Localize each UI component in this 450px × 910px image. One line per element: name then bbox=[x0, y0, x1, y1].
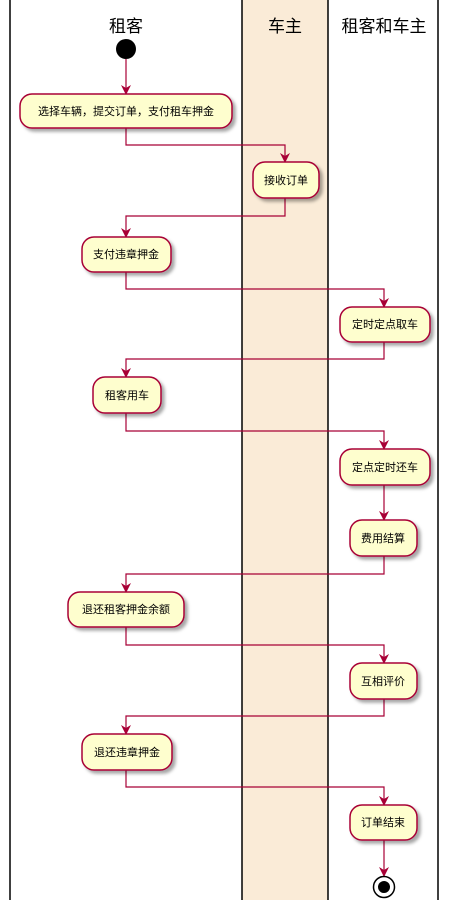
activity-a8: 退还租客押金余额 bbox=[67, 591, 185, 628]
activity-label: 支付违章押金 bbox=[93, 247, 159, 261]
activity-label: 互相评价 bbox=[361, 675, 405, 688]
activity-a5: 租客用车 bbox=[92, 376, 162, 414]
flow-a3-a4 bbox=[125, 272, 389, 308]
flow-a1-a2 bbox=[125, 128, 290, 163]
activity-a11: 订单结束 bbox=[349, 804, 418, 841]
activity-label: 接收订单 bbox=[264, 173, 308, 187]
lane-owner-background bbox=[242, 0, 328, 900]
activity-a2: 接收订单 bbox=[252, 161, 320, 199]
activity-a4: 定时定点取车 bbox=[339, 306, 431, 343]
flow-a8-a9 bbox=[125, 627, 389, 664]
activity-a7: 费用结算 bbox=[349, 519, 418, 557]
activity-label: 订单结束 bbox=[361, 816, 405, 829]
activity-label: 定时定点取车 bbox=[352, 317, 418, 331]
flow-a4-a5 bbox=[121, 342, 385, 378]
activity-label: 退还租客押金余额 bbox=[82, 602, 170, 616]
flow-a5-a6 bbox=[125, 413, 389, 450]
activity-a1: 选择车辆，提交订单，支付租车押金 bbox=[19, 93, 233, 129]
activity-a6: 定点定时还车 bbox=[339, 448, 431, 486]
activity-label: 退还违章押金 bbox=[94, 745, 160, 759]
end-node bbox=[372, 875, 396, 899]
activity-label: 费用结算 bbox=[361, 531, 405, 545]
lane-title-owner: 车主 bbox=[268, 17, 302, 37]
start-node bbox=[116, 39, 136, 59]
activity-a3: 支付违章押金 bbox=[81, 236, 172, 273]
flow-a10-a11 bbox=[125, 770, 389, 806]
flow-a7-a8 bbox=[121, 556, 385, 593]
activity-label: 选择车辆，提交订单，支付租车押金 bbox=[38, 104, 214, 118]
activity-label: 定点定时还车 bbox=[352, 460, 418, 474]
lane-title-both: 租客和车主 bbox=[342, 17, 427, 37]
activity-a10: 退还违章押金 bbox=[81, 733, 173, 771]
flow-a9-a10 bbox=[121, 699, 385, 735]
activity-label: 租客用车 bbox=[105, 388, 149, 402]
activity-a9: 互相评价 bbox=[349, 662, 418, 700]
lane-title-tenant: 租客 bbox=[109, 17, 143, 37]
flow-a2-a3 bbox=[121, 198, 286, 238]
